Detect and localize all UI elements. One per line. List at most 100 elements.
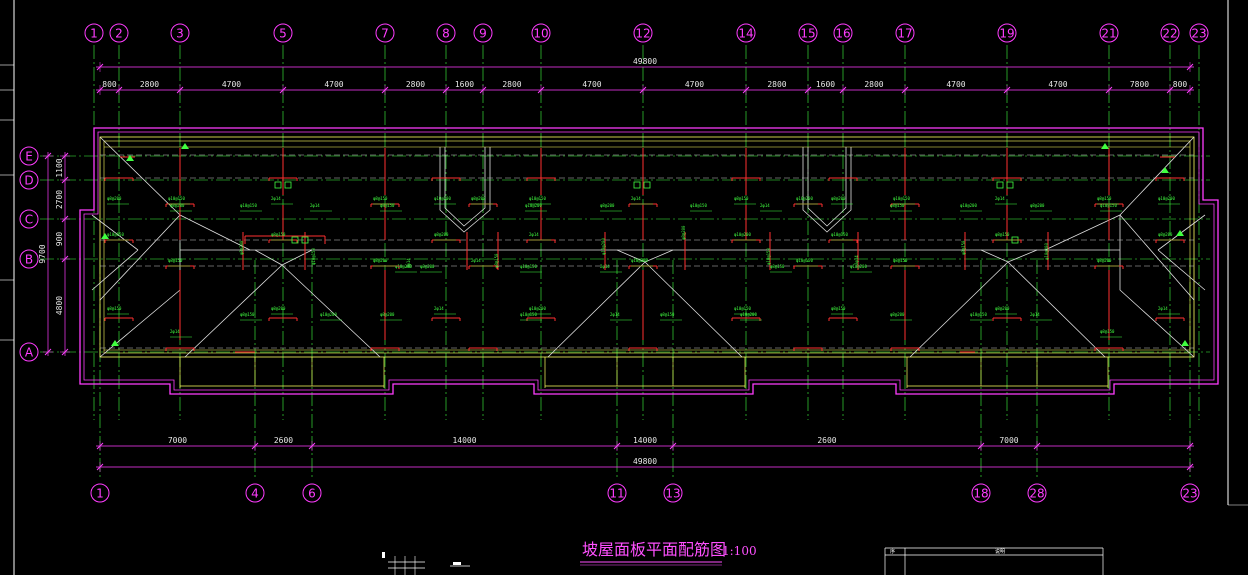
dim-top-seg-0: 800	[102, 80, 117, 89]
title-block: 序 说明	[884, 547, 1104, 575]
rebar-label: φ8@200	[420, 264, 435, 269]
rebar-green: φ8@200φ10@150φ8@150φ10@150φ8@1502φ14φ8@1…	[101, 143, 1189, 346]
svg-text:C: C	[25, 213, 33, 227]
axis-lines	[40, 45, 1210, 478]
rebar-label-vertical: φ10@200	[601, 238, 606, 255]
rebar-label: φ8@200	[471, 196, 486, 201]
dim-bottom-seg-0: 7000	[168, 436, 187, 445]
grid-bubble-bottom-6: 6	[302, 483, 322, 503]
rebar-label: φ10@150	[529, 196, 546, 201]
outer-outline-inner	[83, 131, 1215, 391]
rebar-label: φ8@200	[107, 196, 122, 201]
rebar-label: φ8@200	[600, 203, 615, 208]
rebar-label: 2φ14	[271, 196, 281, 201]
opening-marker	[274, 181, 282, 189]
rebar-label: φ8@200	[170, 203, 185, 208]
grid-bubble-top-3: 3	[170, 23, 190, 43]
opening-marker	[301, 236, 309, 244]
rebar-label: φ8@150	[660, 312, 675, 317]
rebar-label: 2φ14	[310, 203, 320, 208]
rebar-label: φ10@200	[320, 312, 337, 317]
rebar-label: φ10@200	[395, 264, 412, 269]
svg-text:14: 14	[738, 27, 753, 41]
grid-bubble-bottom-18: 18	[971, 483, 991, 503]
dim-top-seg-12: 4700	[946, 80, 965, 89]
opening-marker	[1006, 181, 1014, 189]
dim-bottom-seg-3: 14000	[633, 436, 657, 445]
slope-arrow-icon	[1101, 143, 1109, 149]
rebar-label: φ8@150	[734, 196, 749, 201]
opening-marker	[633, 181, 641, 189]
rebar-label: φ10@150	[734, 306, 751, 311]
slope-arrow-icon	[1181, 340, 1189, 346]
rebar-label: φ10@150	[240, 203, 257, 208]
rebar-label: φ8@150	[1097, 196, 1112, 201]
grid-bubble-left-B: B	[19, 249, 39, 269]
opening-marker	[643, 181, 651, 189]
slope-arrow-icon	[181, 143, 189, 149]
dim-bottom-total-0: 49800	[633, 457, 657, 466]
grid-bubble-left-E: E	[19, 146, 39, 166]
rebar-label: φ8@150	[107, 306, 122, 311]
rebar-label: φ10@150	[796, 258, 813, 263]
detail-symbol	[382, 552, 470, 575]
slope-arrow-icon	[126, 155, 134, 161]
rebar-label: φ10@200	[850, 264, 867, 269]
svg-text:4: 4	[251, 487, 259, 501]
svg-text:9: 9	[479, 27, 487, 41]
rebar-label: φ8@200	[1097, 258, 1112, 263]
beam-lines	[100, 154, 1194, 349]
svg-text:1: 1	[96, 487, 104, 501]
svg-text:17: 17	[897, 27, 912, 41]
rebar-label: φ8@150	[890, 203, 905, 208]
rebar-label: 2φ14	[434, 306, 444, 311]
opening-marker	[996, 181, 1004, 189]
rebar-label: 2φ14	[760, 203, 770, 208]
rebar-label: φ8@150	[770, 264, 785, 269]
dim-bottom-seg-1: 2600	[274, 436, 293, 445]
rebar-label-vertical: φ10@200	[1044, 243, 1049, 260]
opening-marker	[284, 181, 292, 189]
grid-bubble-top-22: 22	[1160, 23, 1180, 43]
rebar-label-vertical: φ8@200	[681, 225, 686, 240]
drawing-title-group: 坡屋面板平面配筋图 1:100	[580, 540, 757, 566]
rebar-label: φ8@200	[373, 258, 388, 263]
svg-text:28: 28	[1029, 487, 1044, 501]
rebar-label-vertical: φ8@150	[494, 253, 499, 268]
svg-text:6: 6	[308, 487, 316, 501]
grid-bubble-top-19: 19	[997, 23, 1017, 43]
slope-arrow-icon	[1161, 167, 1169, 173]
rebar-label: φ8@150	[271, 232, 286, 237]
grid-bubble-top-2: 2	[109, 23, 129, 43]
dim-top-seg-7: 4700	[582, 80, 601, 89]
rebar-label: φ10@150	[970, 312, 987, 317]
svg-text:16: 16	[835, 27, 850, 41]
svg-text:23: 23	[1182, 487, 1197, 501]
dim-left-seg-1: 2700	[55, 190, 64, 209]
rebar-label: φ10@150	[520, 264, 537, 269]
rebar-label: φ10@150	[831, 232, 848, 237]
rebar-label: 2φ14	[529, 232, 539, 237]
grid-bubble-bottom-23: 23	[1180, 483, 1200, 503]
rebar-label-vertical: φ10@150	[766, 248, 771, 265]
svg-text:19: 19	[999, 27, 1014, 41]
grid-bubble-bottom-11: 11	[607, 483, 627, 503]
rebar-label: φ10@200	[529, 306, 546, 311]
svg-text:5: 5	[279, 27, 287, 41]
rebar-label: φ10@150	[107, 232, 124, 237]
dim-bottom-seg-4: 2600	[817, 436, 836, 445]
grid-bubble-bottom-28: 28	[1027, 483, 1047, 503]
grid-bubble-left-C: C	[19, 209, 39, 229]
building-outline	[79, 127, 1219, 395]
dim-top-seg-4: 2800	[406, 80, 425, 89]
dim-left-total-0: 9700	[38, 244, 47, 263]
rebar-label: 2φ14	[1030, 312, 1040, 317]
rebar-label: φ8@150	[380, 203, 395, 208]
slope-arrow-icon	[111, 340, 119, 346]
title-block-col2: 说明	[995, 548, 1005, 555]
grid-bubble-top-9: 9	[473, 23, 493, 43]
svg-text:13: 13	[665, 487, 680, 501]
grid-bubble-top-5: 5	[273, 23, 293, 43]
